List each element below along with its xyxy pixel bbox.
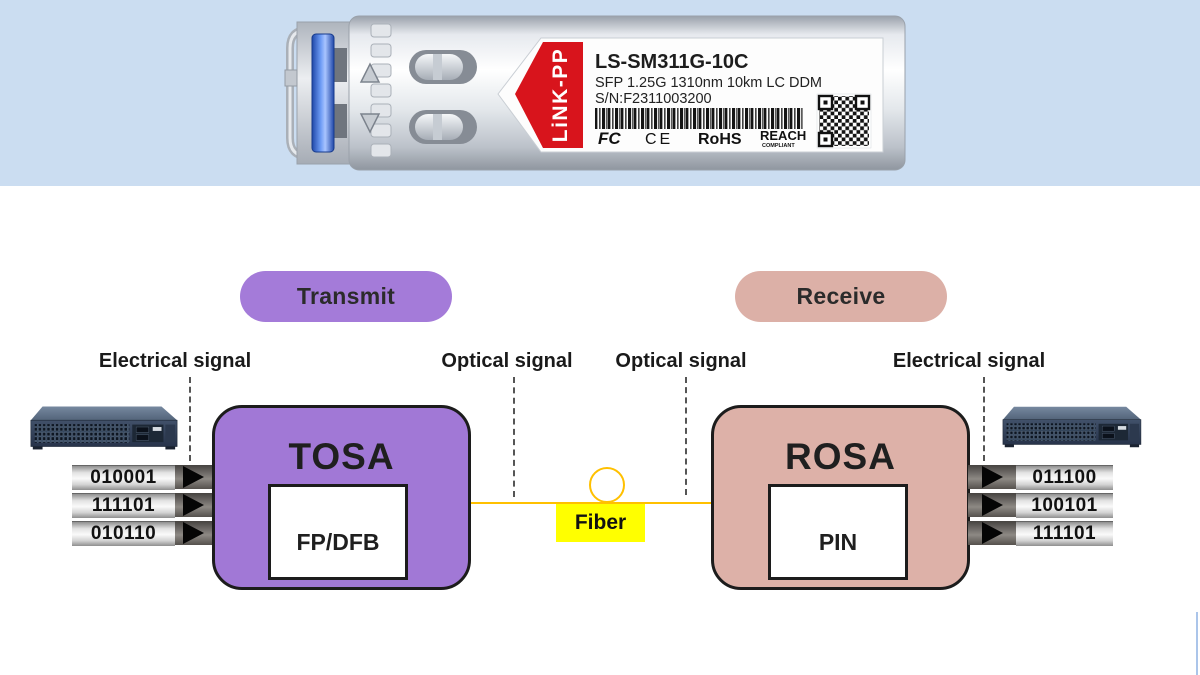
rx-bit-row: 111101 [968,521,1113,546]
electrical-signal-label-left: Electrical signal [98,350,252,372]
reach-compliant: COMPLIANT [762,143,795,149]
tx-bit-row: 010001 [72,465,212,490]
product-photo-band: LiNK-PP LS-SM311G-10C SFP 1.25G 1310nm 1… [0,0,1200,186]
rx-arrow-2 [968,493,1016,517]
dashed-guide-electrical-right [983,377,985,461]
optical-signal-label-left: Optical signal [441,350,573,372]
rx-bits-2: 100101 [1016,493,1113,518]
network-switch-left [25,403,181,453]
spec-line: SFP 1.25G 1310nm 10km LC DDM [595,75,822,91]
tx-bits-1: 010001 [72,465,175,490]
tx-arrow-1 [175,465,212,489]
transmit-label: Transmit [296,283,396,309]
tx-bits-3: 010110 [72,521,175,546]
rx-triangle-marker [359,113,381,134]
transmit-pill: Transmit [240,271,452,322]
rx-bits-3: 111101 [1016,521,1113,546]
fiber-line [471,502,711,504]
dashed-guide-electrical-left [189,377,191,461]
right-arrow-icon [981,494,1003,516]
sfp-serrated-strip [370,23,392,158]
rx-bits-1: 011100 [1016,465,1113,490]
sfp-module-photo: LiNK-PP LS-SM311G-10C SFP 1.25G 1310nm 1… [284,15,906,171]
fp-dfb-box: FP/DFB [268,484,408,580]
right-edge-scroll-line [1196,612,1198,675]
rohs-mark: RoHS [698,131,742,148]
serial-number: S/N:F2311003200 [595,91,712,107]
sfp-oval-slot-bottom [409,110,477,144]
receive-pill: Receive [735,271,947,322]
rx-arrow-3 [968,521,1016,545]
right-arrow-icon [183,522,204,544]
fp-dfb-label: FP/DFB [296,528,380,555]
network-switch-right [995,404,1147,450]
tosa-title: TOSA [288,436,395,477]
tx-bits-2: 111101 [72,493,175,518]
ce-mark: CE [645,131,673,148]
reach-mark: REACH [760,128,806,143]
pin-box: PIN [768,484,908,580]
rx-bit-row: 011100 [968,465,1113,490]
tx-arrow-3 [175,521,212,545]
electrical-signal-label-right: Electrical signal [892,350,1046,372]
tx-bit-row: 010110 [72,521,212,546]
rx-bit-row: 100101 [968,493,1113,518]
dashed-guide-optical-right [685,377,687,495]
rosa-title: ROSA [785,436,896,477]
barcode [595,108,803,129]
tx-bit-row: 111101 [72,493,212,518]
rx-arrow-1 [968,465,1016,489]
right-arrow-icon [183,494,204,516]
right-arrow-icon [183,466,204,488]
right-arrow-icon [981,466,1003,488]
qr-code [816,93,872,149]
sfp-blue-latch [311,33,335,153]
sfp-oval-slot-top [409,50,477,84]
model-number: LS-SM311G-10C [595,51,748,73]
fiber-loop-icon [589,467,625,503]
receive-label: Receive [796,283,886,309]
fiber-tag: Fiber [556,504,645,542]
brand-red-band [515,42,583,148]
sfp-connector-tab [284,69,298,87]
fiber-label: Fiber [574,511,627,534]
right-arrow-icon [981,522,1003,544]
tx-arrow-2 [175,493,212,517]
brand-logo-text: LiNK-PP [549,48,572,143]
dashed-guide-optical-left [513,377,515,497]
fcc-mark: FC [598,129,621,148]
tx-triangle-marker [359,62,381,83]
pin-label: PIN [818,528,858,555]
optical-signal-label-right: Optical signal [615,350,747,372]
